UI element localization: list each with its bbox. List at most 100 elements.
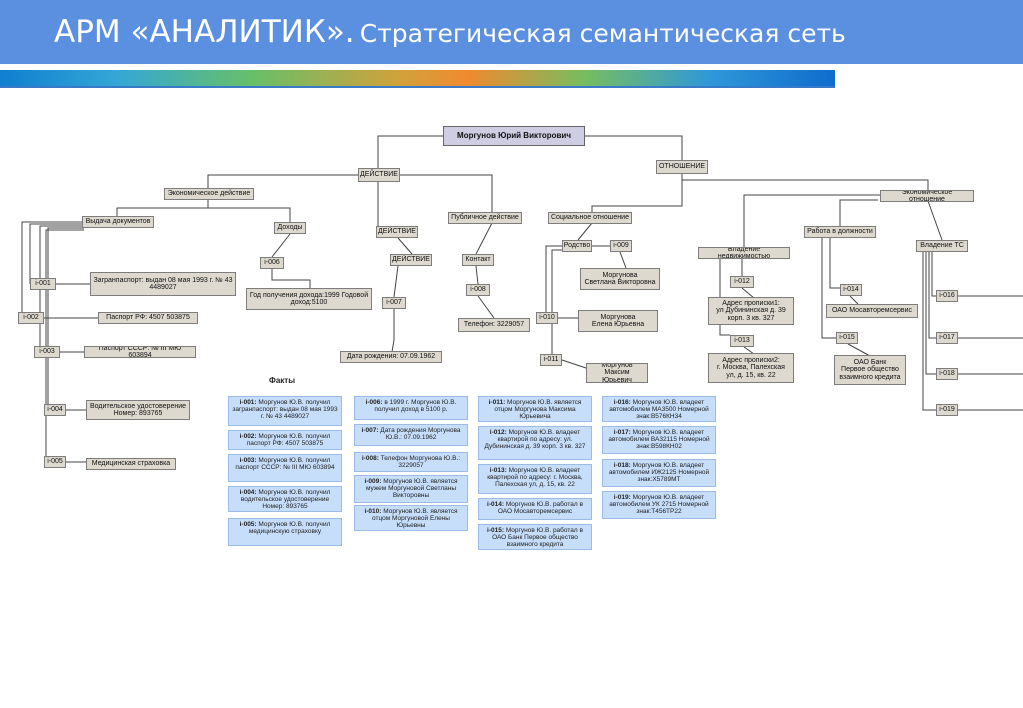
node-rodstvo[interactable]: Родство [562, 240, 592, 252]
stripe-underline [0, 86, 835, 88]
fact-text: Моргунов Ю.В. получил паспорт СССР: № II… [235, 457, 335, 471]
node-bank[interactable]: ОАО Банк Первое общество взаимного креди… [834, 355, 906, 385]
node-med-strahovka[interactable]: Медицинская страховка [86, 458, 176, 470]
fact-text: Моргунов Ю.В. владеет автомобилем ИЖ2125… [608, 462, 710, 483]
fact-i-004[interactable]: i-004: Моргунов Ю.В. получил водительско… [228, 486, 342, 512]
node-i-019[interactable]: i-019 [936, 404, 958, 416]
node-elena[interactable]: Моргунова Елена Юрьевна [578, 310, 658, 332]
fact-i-001[interactable]: i-001: Моргунов Ю.В. получил загранпаспо… [228, 396, 342, 426]
node-phone[interactable]: Телефон: 3229057 [458, 318, 530, 332]
fact-text: Моргунов Ю.В. работал в ОАО Банк Первое … [492, 527, 583, 548]
node-i-013[interactable]: i-013 [730, 335, 754, 347]
node-root-person[interactable]: Моргунов Юрий Викторович [443, 126, 585, 146]
fact-i-002[interactable]: i-002: Моргунов Ю.В. получил паспорт РФ:… [228, 430, 342, 450]
fact-text: Моргунов Ю.В. получил загранпаспорт: выд… [232, 399, 338, 420]
node-i-007[interactable]: i-007 [382, 297, 406, 309]
fact-i-007[interactable]: i-007: Дата рождения Моргунова Ю.В.: 07.… [354, 424, 468, 446]
fact-i-008[interactable]: i-008: Телефон Моргунова Ю.В.: 3229057 [354, 452, 468, 472]
node-i-016[interactable]: i-016 [936, 290, 958, 302]
fact-text: Моргунов Ю.В. является мужем Моргуновой … [365, 478, 458, 499]
node-birth-date[interactable]: Дата рождения: 07.09.1962 [340, 351, 442, 363]
node-address-2[interactable]: Адрес прописки2: г. Москва, Палехская ул… [708, 353, 794, 383]
node-deystvie-2[interactable]: ДЕЙСТВИЕ [376, 226, 418, 238]
fact-i-003[interactable]: i-003: Моргунов Ю.В. получил паспорт ССС… [228, 454, 342, 482]
fact-i-005[interactable]: i-005: Моргунов Ю.В. получил медицинскую… [228, 518, 342, 546]
node-i-006[interactable]: i-006 [260, 257, 284, 269]
fact-id: i-016: [613, 399, 631, 406]
node-i-010[interactable]: i-010 [536, 312, 558, 324]
node-pasport-sssr[interactable]: Паспорт СССР: № III МЮ 603894 [84, 346, 196, 358]
node-econ-action[interactable]: Экономическое действие [164, 188, 254, 200]
fact-text: Моргунов Ю.В. является отцом Моргуновой … [372, 508, 458, 529]
node-mosavtoremservis[interactable]: ОАО Мосавторемсервис [826, 304, 918, 318]
fact-text: Моргунов Ю.В. работал в ОАО Мосавторемсе… [497, 501, 583, 515]
node-i-008[interactable]: i-008 [466, 284, 490, 296]
fact-id: i-018: [613, 462, 631, 469]
fact-id: i-019: [613, 494, 631, 501]
fact-id: i-011: [488, 399, 506, 406]
node-i-001[interactable]: i-001 [30, 278, 56, 290]
fact-i-019[interactable]: i-019: Моргунов Ю.В. владеет автомобилем… [602, 491, 716, 519]
node-i-004[interactable]: i-004 [44, 404, 66, 416]
fact-i-014[interactable]: i-014: Моргунов Ю.В. работал в ОАО Мосав… [478, 498, 592, 520]
node-i-015[interactable]: i-015 [836, 332, 858, 344]
node-i-017[interactable]: i-017 [936, 332, 958, 344]
node-kontakt[interactable]: Контакт [462, 254, 494, 266]
node-otnoshenie[interactable]: ОТНОШЕНИЕ [656, 160, 708, 174]
fact-id: i-010: [364, 508, 382, 515]
fact-id: i-002: [239, 433, 257, 440]
fact-i-012[interactable]: i-012: Моргунов Ю.В. владеет квартирой п… [478, 426, 592, 460]
node-i-011[interactable]: i-011 [540, 354, 562, 366]
node-god-dohoda[interactable]: Год получения дохода:1999 Годовой доход:… [246, 288, 372, 310]
node-i-003[interactable]: i-003 [34, 346, 60, 358]
fact-i-010[interactable]: i-010: Моргунов Ю.В. является отцом Морг… [354, 505, 468, 531]
fact-id: i-013: [489, 467, 507, 474]
title-bar [0, 0, 1023, 64]
node-vladenie-ned[interactable]: Владение недвижимостью [698, 247, 790, 259]
node-i-002[interactable]: i-002 [18, 312, 44, 324]
fact-i-018[interactable]: i-018: Моргунов Ю.В. владеет автомобилем… [602, 459, 716, 487]
node-rabota[interactable]: Работа в должности [804, 226, 876, 238]
node-deystvie[interactable]: ДЕЙСТВИЕ [358, 168, 400, 182]
node-address-1[interactable]: Адрес прописки1: ул Дубининская д. 39 ко… [708, 297, 794, 325]
title-sub: Стратегическая семантическая сеть [359, 19, 846, 48]
node-vladenie-ts[interactable]: Владение ТС [916, 240, 968, 252]
node-public-action[interactable]: Публичное действие [448, 212, 522, 224]
node-i-014[interactable]: i-014 [840, 284, 862, 296]
fact-id: i-015: [487, 527, 505, 534]
fact-text: Моргунов Ю.В. владеет автомобилем УК 271… [609, 494, 709, 515]
fact-i-015[interactable]: i-015: Моргунов Ю.В. работал в ОАО Банк … [478, 524, 592, 550]
node-maxim[interactable]: Моргунов Максим Юрьевич [586, 363, 648, 383]
node-econ-relation[interactable]: Экономическое отношение [880, 190, 974, 202]
node-i-012[interactable]: i-012 [730, 276, 754, 288]
fact-id: i-017: [613, 429, 631, 436]
node-i-005[interactable]: i-005 [44, 456, 66, 468]
fact-i-011[interactable]: i-011: Моргунов Ю.В. является отцом Морг… [478, 396, 592, 422]
gradient-stripe [0, 70, 835, 86]
fact-i-006[interactable]: i-006: в 1999 г. Моргунов Ю.В. получил д… [354, 396, 468, 420]
fact-text: Моргунов Ю.В. владеет автомобилем МА3500… [609, 399, 709, 420]
node-vydacha[interactable]: Выдача документов [82, 216, 154, 228]
node-i-009[interactable]: i-009 [610, 240, 632, 252]
fact-id: i-012: [489, 429, 507, 436]
fact-i-009[interactable]: i-009: Моргунов Ю.В. является мужем Морг… [354, 475, 468, 503]
fact-text: Моргунов Ю.В. владеет автомобилем ВА3211… [608, 429, 710, 450]
fact-text: Моргунов Ю.В. получил водительское удост… [240, 489, 331, 510]
node-vod-udostoverenie[interactable]: Водительское удостоверение Номер: 893765 [86, 400, 190, 420]
node-zagranpasport[interactable]: Загранпаспорт: выдан 08 мая 1993 г. № 43… [90, 272, 236, 296]
fact-id: i-003: [239, 457, 257, 464]
fact-text: Моргунов Ю.В. получил паспорт РФ: 4507 5… [246, 433, 331, 447]
node-dohody[interactable]: Доходы [274, 222, 306, 234]
title-main: АРМ «АНАЛИТИК». [54, 14, 355, 50]
node-pasport-rf[interactable]: Паспорт РФ: 4507 503875 [98, 312, 198, 324]
fact-text: Моргунов Ю.В. является отцом Моргунова М… [494, 399, 582, 420]
fact-id: i-001: [239, 399, 257, 406]
fact-i-017[interactable]: i-017: Моргунов Ю.В. владеет автомобилем… [602, 426, 716, 454]
fact-i-013[interactable]: i-013: Моргунов Ю.В. владеет квартирой п… [478, 464, 592, 494]
node-deystvie-3[interactable]: ДЕЙСТВИЕ [390, 254, 432, 266]
node-i-018[interactable]: i-018 [936, 368, 958, 380]
node-svetlana[interactable]: Моргунова Светлана Викторовна [580, 268, 660, 290]
node-social-relation[interactable]: Социальное отношение [548, 212, 632, 224]
fact-id: i-007: [361, 427, 379, 434]
fact-i-016[interactable]: i-016: Моргунов Ю.В. владеет автомобилем… [602, 396, 716, 422]
